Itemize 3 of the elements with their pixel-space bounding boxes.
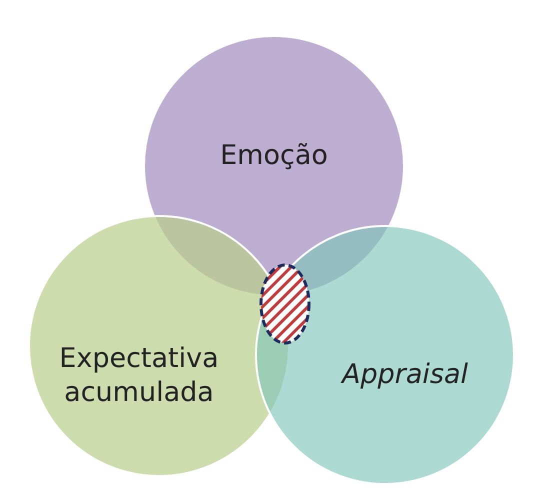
circle-label: Emoção <box>220 139 328 173</box>
circle-label: Appraisal <box>342 358 468 392</box>
circle-label: Expectativa acumulada <box>58 342 220 410</box>
